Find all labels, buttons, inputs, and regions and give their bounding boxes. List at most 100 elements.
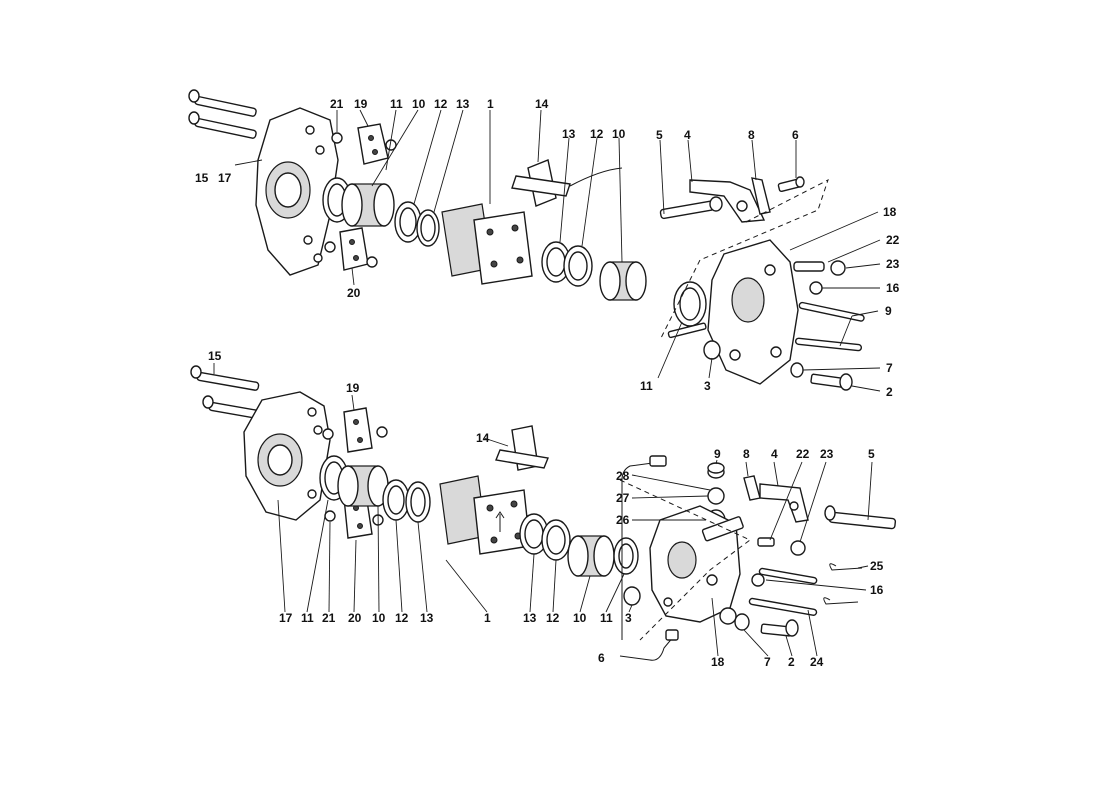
callout-label: 27 (616, 491, 630, 505)
callout-label: 28 (616, 469, 630, 483)
callout-label: 26 (616, 513, 630, 527)
callout-label: 18 (883, 205, 897, 219)
callout-label: 3 (704, 379, 711, 393)
upper-plate-part-19 (357, 123, 389, 165)
callout-label: 14 (476, 431, 490, 445)
lower-piston-part-10 (337, 465, 389, 507)
callout-label: 17 (218, 171, 232, 185)
lower-washer-part-7 (734, 613, 750, 631)
callout-label: 1 (484, 611, 491, 625)
callout-label: 13 (420, 611, 434, 625)
callout-label: 8 (743, 447, 750, 461)
callout-label: 11 (301, 611, 314, 625)
callout-label: 24 (810, 655, 824, 669)
lower-brake-line-part-28 (621, 461, 661, 640)
lower-brake-pads-part-1 (439, 475, 531, 555)
callout-label: 13 (523, 611, 537, 625)
callout-label: 10 (573, 611, 587, 625)
upper-spring-clip-part-14 (511, 159, 571, 207)
upper-nut-part-16 (809, 281, 823, 295)
callout-label: 16 (870, 583, 884, 597)
upper-bolts-part-15 (188, 89, 257, 139)
upper-nut-part-23 (830, 260, 846, 276)
upper-bleeder-screw-part-5 (659, 196, 723, 220)
upper-callouts: 21 19 11 10 12 13 1 14 15 17 13 12 10 5 … (195, 97, 900, 399)
upper-fitting-part-22 (793, 261, 825, 272)
lower-leader-lines (213, 363, 873, 657)
callout-label: 22 (796, 447, 810, 461)
lower-pin-part-5 (824, 505, 897, 530)
callout-label: 23 (886, 257, 900, 271)
callout-label: 23 (820, 447, 834, 461)
callout-label: 9 (714, 447, 721, 461)
callout-label: 13 (562, 127, 576, 141)
callout-label: 5 (656, 128, 663, 142)
upper-caliper-half-part-18 (707, 239, 799, 385)
callout-label: 11 (640, 379, 653, 393)
lower-clip-part-8 (743, 475, 761, 501)
lower-caliper-half-part-18 (649, 505, 744, 623)
callout-label: 22 (886, 233, 900, 247)
callout-label: 2 (886, 385, 893, 399)
upper-washer-part-7 (790, 362, 804, 378)
upper-bolt-part-2 (810, 373, 853, 391)
upper-bleed-nipple (667, 322, 707, 339)
callout-label: 8 (748, 128, 755, 142)
upper-caliper-half-part-17 (255, 107, 339, 276)
callout-label: 12 (546, 611, 560, 625)
lower-hose-part-6 (619, 635, 675, 661)
callout-label: 7 (886, 361, 893, 375)
upper-bracket-part-4 (689, 179, 766, 223)
lower-plate-part-19 (343, 407, 373, 453)
callout-label: 25 (870, 559, 884, 573)
lower-callouts: 15 19 14 9 8 4 22 23 5 28 27 26 25 16 17… (208, 349, 884, 669)
callout-label: 15 (195, 171, 209, 185)
upper-screw-part-6 (777, 176, 805, 193)
upper-piston-part-10 (341, 183, 395, 227)
lower-spring-clip-part-14 (495, 425, 549, 471)
upper-pin-part-9a (798, 301, 865, 322)
callout-label: 11 (390, 97, 403, 111)
callout-label: 11 (600, 611, 613, 625)
callout-label: 12 (395, 611, 409, 625)
callout-label: 1 (487, 97, 494, 111)
callout-label: 2 (788, 655, 795, 669)
callout-label: 21 (330, 97, 344, 111)
lower-piston-part-10b (567, 535, 615, 577)
lower-pin-part-24b (748, 597, 818, 616)
callout-label: 10 (372, 611, 386, 625)
upper-piston-part-10b (599, 261, 647, 301)
lower-clip-part-25 (829, 563, 863, 571)
lower-nut-part-16 (751, 573, 765, 587)
callout-label: 20 (347, 286, 361, 300)
callout-label: 18 (711, 655, 725, 669)
callout-label: 10 (612, 127, 626, 141)
upper-clip-part-8 (751, 177, 771, 215)
callout-label: 19 (346, 381, 360, 395)
upper-leader-lines (234, 109, 881, 392)
callout-label: 6 (598, 651, 605, 665)
callout-label: 10 (412, 97, 426, 111)
callout-label: 7 (764, 655, 771, 669)
callout-label: 19 (354, 97, 368, 111)
lower-caliper-half-part-17 (243, 391, 331, 521)
upper-assembly (188, 89, 865, 391)
callout-label: 3 (625, 611, 632, 625)
callout-label: 4 (771, 447, 778, 461)
callout-label: 5 (868, 447, 875, 461)
lower-bracket-part-4 (759, 483, 809, 523)
lower-nut-part-21 (322, 428, 334, 440)
callout-label: 6 (792, 128, 799, 142)
lower-fitting-part-27 (707, 487, 725, 505)
callout-label: 12 (590, 127, 604, 141)
callout-label: 9 (885, 304, 892, 318)
lower-screw-part-22 (757, 537, 775, 547)
callout-label: 14 (535, 97, 549, 111)
callout-label: 16 (886, 281, 900, 295)
callout-label: 20 (348, 611, 362, 625)
upper-nut-part-21 (331, 132, 343, 144)
callout-label: 15 (208, 349, 222, 363)
lower-assembly (190, 365, 897, 661)
lower-bolt-part-2 (760, 619, 799, 637)
